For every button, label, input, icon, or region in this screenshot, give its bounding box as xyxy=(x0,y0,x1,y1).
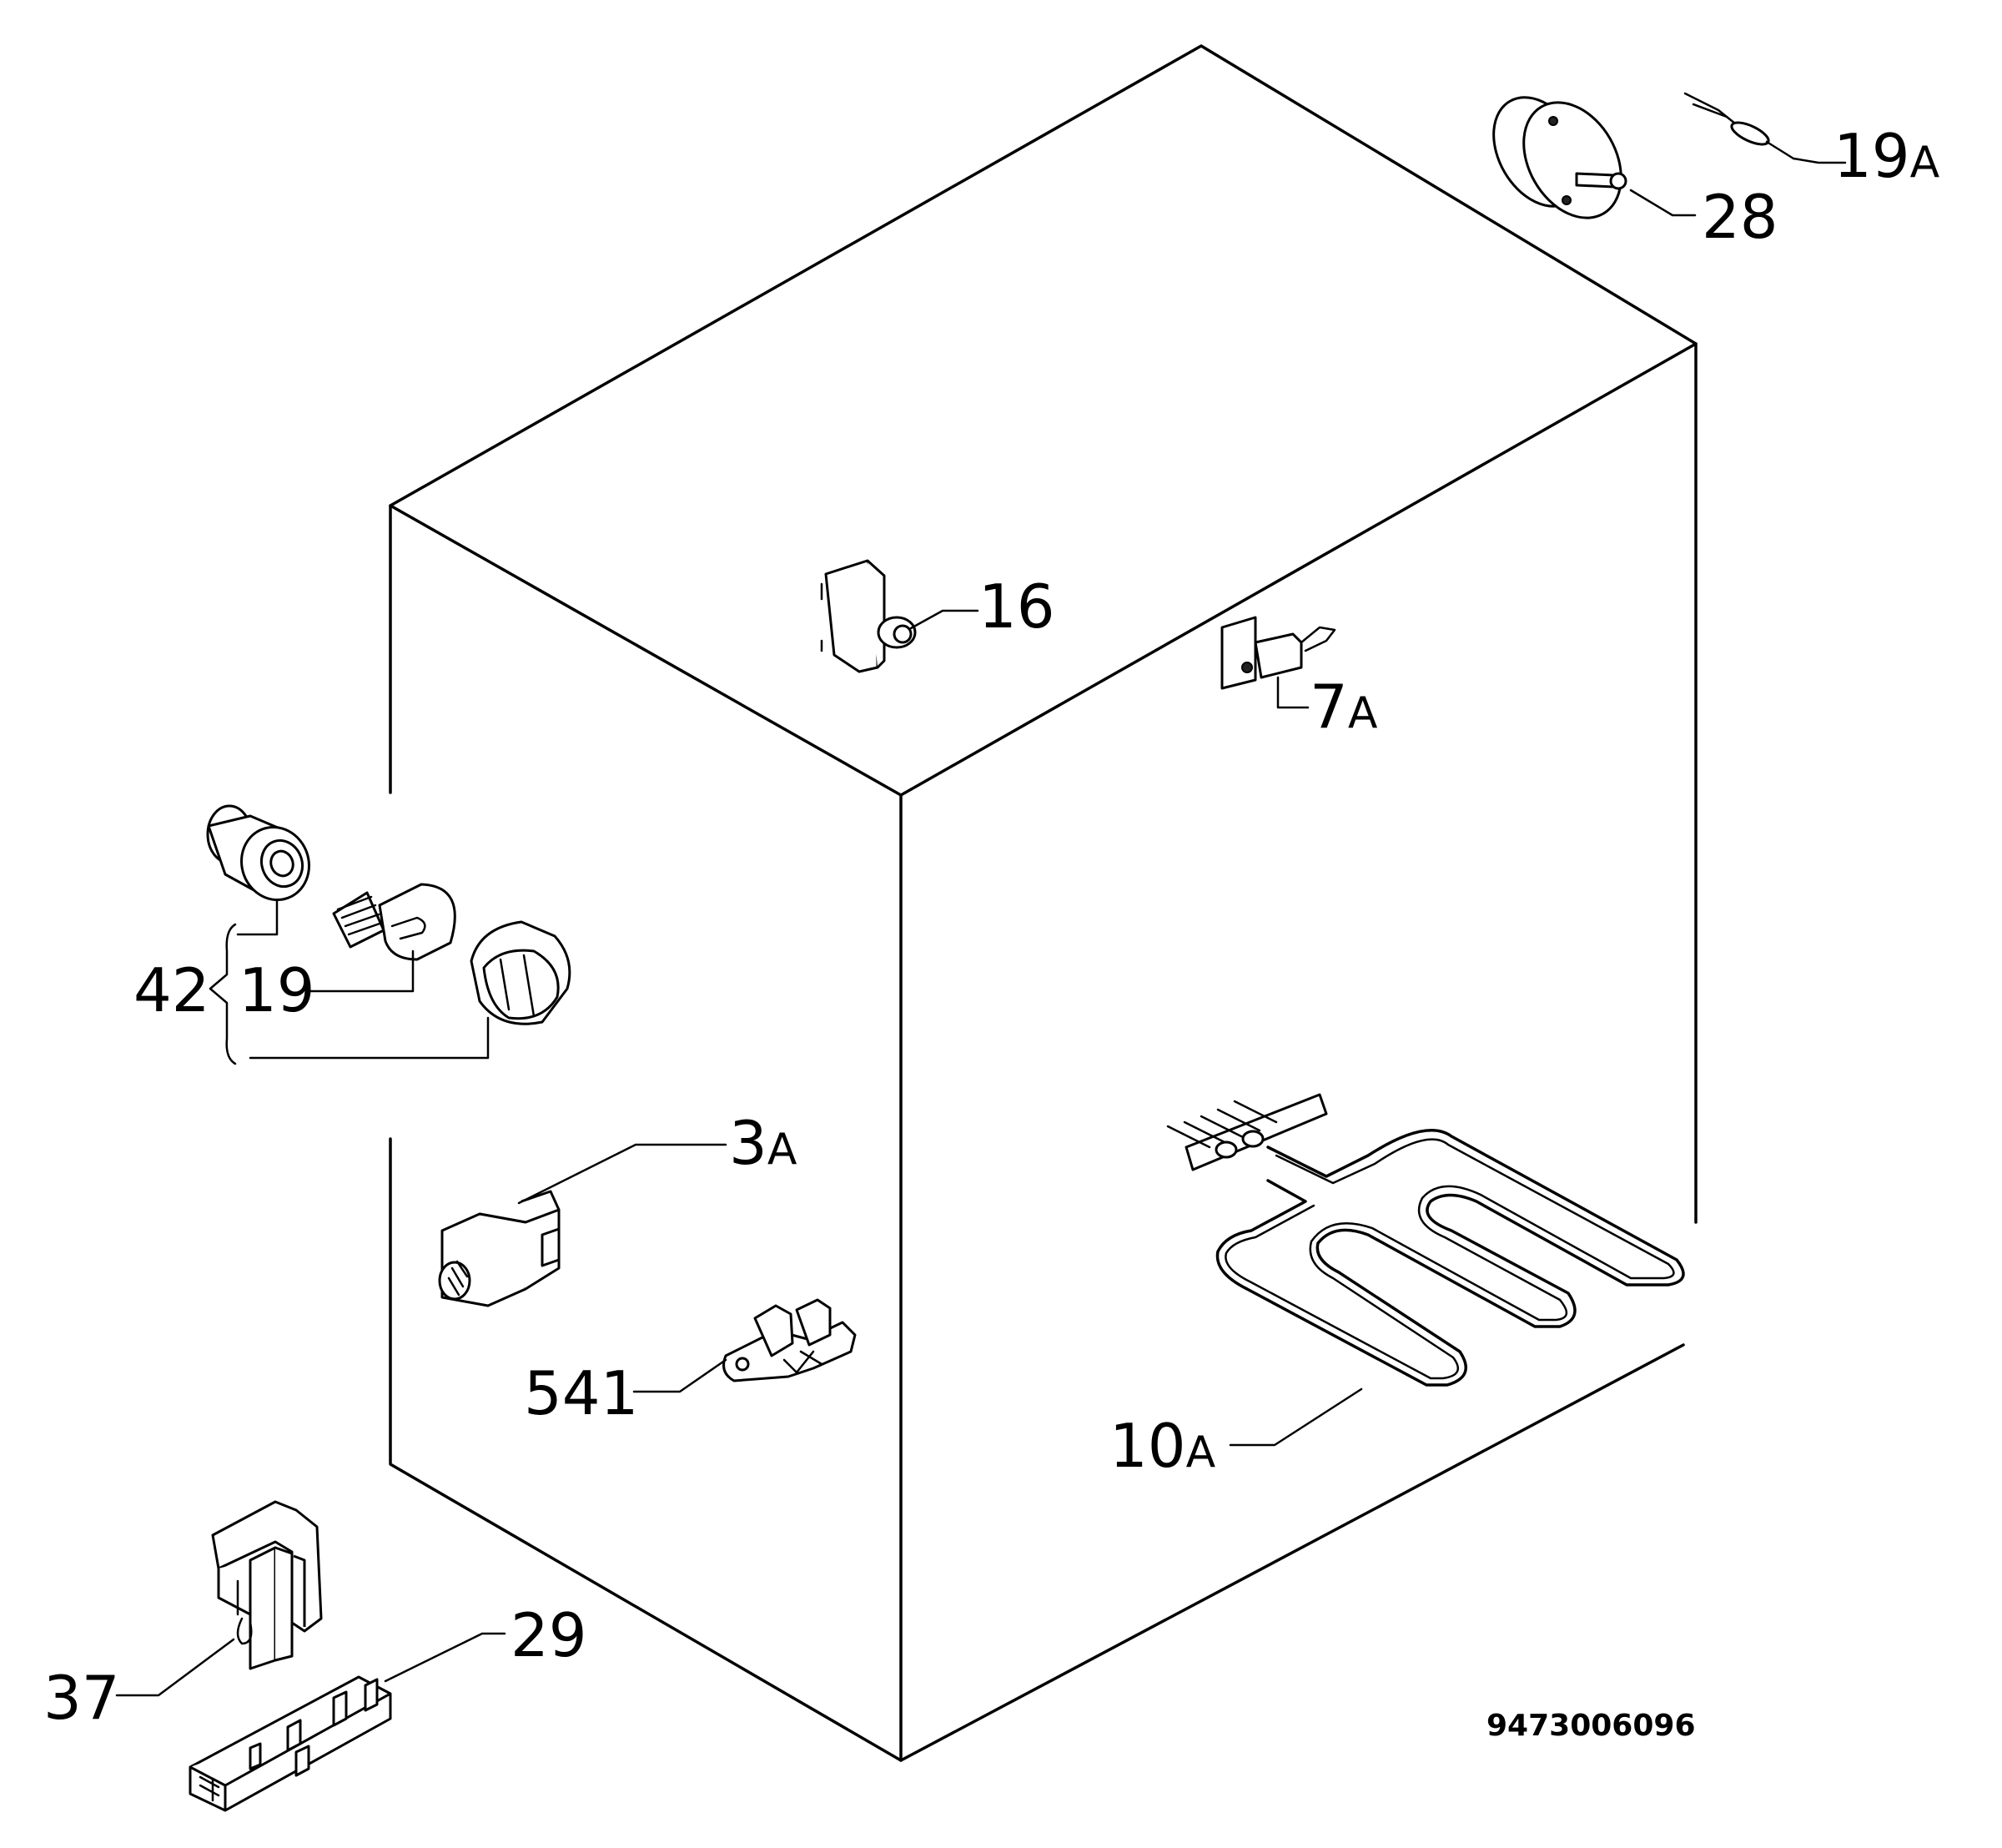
part-3a-switch xyxy=(438,1190,561,1307)
label-37: 37 xyxy=(43,1663,120,1733)
leader-10a xyxy=(1229,1387,1363,1447)
part-19-lamp-bulb xyxy=(332,883,456,961)
leader-7a xyxy=(1276,676,1310,709)
part-29-generator xyxy=(189,1675,392,1812)
leader-28 xyxy=(1629,189,1697,217)
label-29: 29 xyxy=(511,1600,587,1670)
label-16: 16 xyxy=(978,572,1055,642)
label-28: 28 xyxy=(1702,182,1778,252)
label-541: 541 xyxy=(524,1358,638,1428)
part-10a-heating-element xyxy=(1166,1093,1685,1387)
leader-42-cover xyxy=(249,1016,490,1060)
leader-3a xyxy=(517,1143,727,1205)
leader-19 xyxy=(309,949,415,993)
leader-16 xyxy=(909,609,979,630)
label-3a: 3A xyxy=(729,1108,797,1178)
part-16-thermostat xyxy=(820,559,917,673)
part-19a-lamp-wire xyxy=(1683,92,1795,160)
label-7a: 7A xyxy=(1310,672,1378,742)
part-7a-switch xyxy=(1220,616,1336,690)
part-37-bracket xyxy=(211,1500,323,1670)
part-42-lamp-cover xyxy=(470,920,571,1025)
leader-541 xyxy=(632,1358,727,1393)
leader-37 xyxy=(115,1638,235,1697)
document-number: 9473006096 xyxy=(1486,1709,1696,1743)
part-42-lamp-holder xyxy=(206,804,310,902)
label-19a: 19A xyxy=(1833,121,1940,191)
leader-19a xyxy=(1792,157,1847,164)
leader-42-holder xyxy=(236,899,279,936)
part-541-terminal xyxy=(722,1298,857,1382)
part-28-motor xyxy=(1492,96,1627,219)
leader-29 xyxy=(384,1632,506,1683)
leader-42-bracket xyxy=(209,923,237,1065)
cabinet-outline xyxy=(389,44,1698,1762)
label-42: 42 xyxy=(133,955,210,1025)
label-19: 19 xyxy=(239,955,315,1025)
label-10a: 10A xyxy=(1109,1411,1216,1481)
